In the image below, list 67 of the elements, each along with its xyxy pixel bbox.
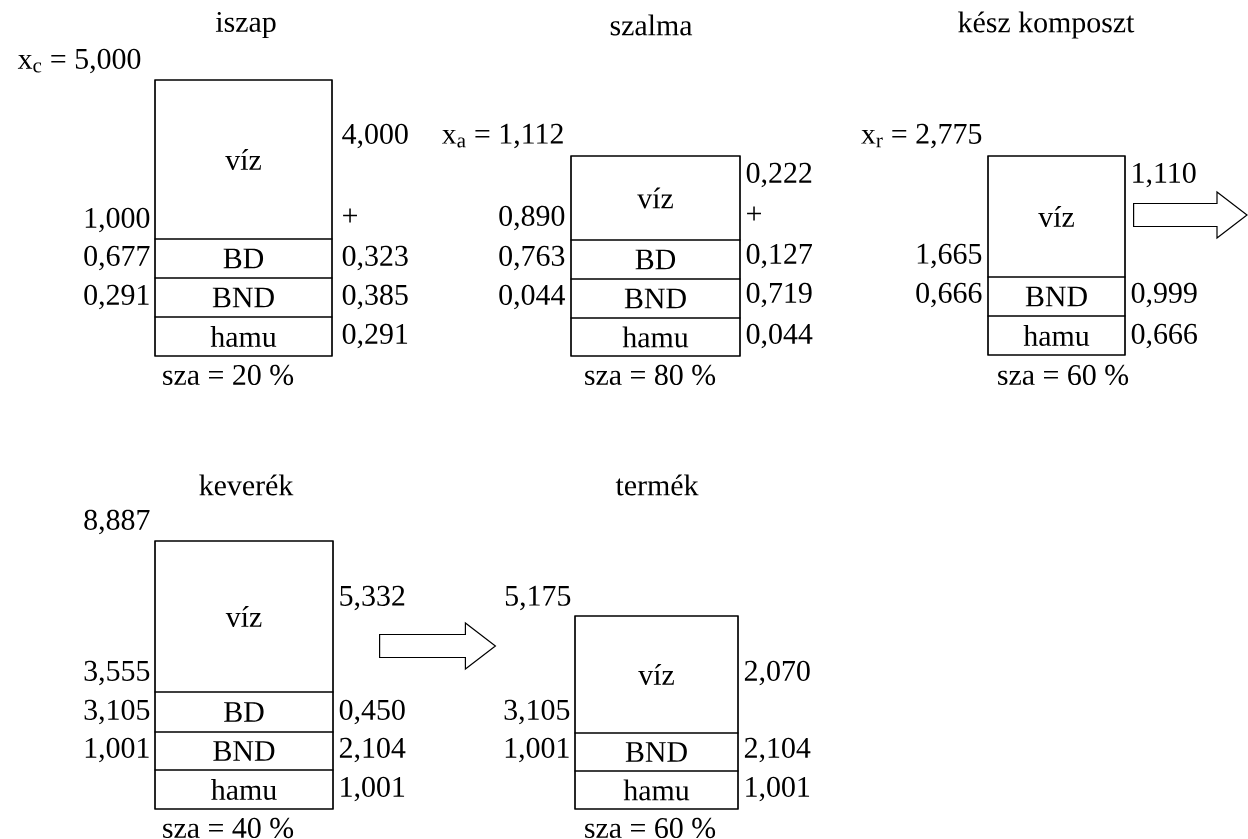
value-label: 1,001 — [341, 776, 405, 802]
value-label: + — [343, 208, 357, 223]
value-label: 1,000 — [85, 207, 150, 233]
block-arrow — [379, 621, 497, 671]
segment-box: víz — [987, 155, 1126, 278]
column-heading: szalma — [610, 14, 693, 36]
dry-matter-value: sza = 40 % — [163, 817, 294, 839]
value-label: 0,677 — [84, 245, 150, 271]
value-label: 3,105 — [84, 699, 150, 725]
value-label: 0,127 — [746, 243, 812, 269]
value-label: 0,999 — [1131, 282, 1197, 308]
value-label: 0,666 — [1131, 323, 1197, 349]
segment-box: BND — [574, 732, 739, 772]
segment-box: hamu — [154, 769, 334, 810]
segment-box: BD — [154, 238, 333, 279]
total-value: x$_{c}$ = 5,000 — [17, 48, 141, 74]
value-label: 0,291 — [342, 323, 408, 349]
value-label: 0,044 — [499, 284, 565, 310]
value-label: 0,385 — [342, 284, 408, 310]
value-label: + — [747, 206, 761, 221]
value-label: 2,070 — [744, 660, 810, 686]
segment-box: BND — [987, 276, 1126, 317]
value-label: 1,001 — [85, 737, 149, 763]
segment-box: BND — [154, 731, 334, 771]
value-label: 0,044 — [746, 323, 813, 349]
value-label: 0,323 — [342, 245, 408, 271]
total-value: 8,887 — [84, 509, 150, 535]
value-label: 0,763 — [499, 245, 565, 271]
total-value: x$_{a}$ = 1,112 — [442, 123, 563, 149]
value-label: 1,110 — [1133, 162, 1196, 188]
value-label: 0,666 — [916, 282, 982, 308]
segment-box: BD — [570, 239, 741, 280]
column-heading: kész komposzt — [958, 11, 1135, 39]
total-value: 5,175 — [505, 585, 571, 611]
segment-box: BND — [154, 277, 333, 318]
value-label: 5,332 — [340, 585, 405, 611]
segment-box: hamu — [570, 317, 741, 357]
value-label: 0,719 — [746, 282, 812, 308]
segment-box: hamu — [987, 315, 1126, 356]
block-arrow — [1133, 190, 1248, 240]
value-label: 2,104 — [744, 737, 811, 763]
column-heading: termék — [615, 474, 699, 496]
value-label: 3,555 — [84, 660, 150, 686]
segment-box: BD — [154, 691, 334, 733]
value-label: 1,665 — [917, 243, 982, 269]
value-label: 1,001 — [746, 776, 810, 802]
segment-box: víz — [154, 540, 334, 693]
total-value: x$_{r}$ = 2,775 — [861, 123, 982, 149]
value-label: 0,222 — [746, 162, 812, 188]
value-label: 1,001 — [505, 737, 569, 763]
value-label: 0,890 — [499, 205, 565, 231]
segment-box: hamu — [574, 770, 739, 810]
segment-box: hamu — [154, 316, 333, 357]
segment-box: víz — [154, 79, 333, 240]
value-label: 2,104 — [339, 737, 406, 763]
dry-matter-value: sza = 60 % — [585, 817, 716, 839]
value-label: 3,105 — [504, 699, 570, 725]
dry-matter-value: sza = 20 % — [163, 364, 294, 386]
value-label: 0,450 — [339, 699, 405, 725]
segment-box: víz — [574, 615, 739, 734]
dry-matter-value: sza = 60 % — [998, 364, 1129, 386]
value-label: 0,291 — [84, 284, 149, 310]
column-heading: keverék — [199, 474, 294, 496]
dry-matter-value: sza = 80 % — [585, 364, 716, 386]
segment-box: BND — [570, 278, 741, 319]
column-heading: iszap — [215, 11, 276, 39]
segment-box: víz — [570, 155, 741, 241]
